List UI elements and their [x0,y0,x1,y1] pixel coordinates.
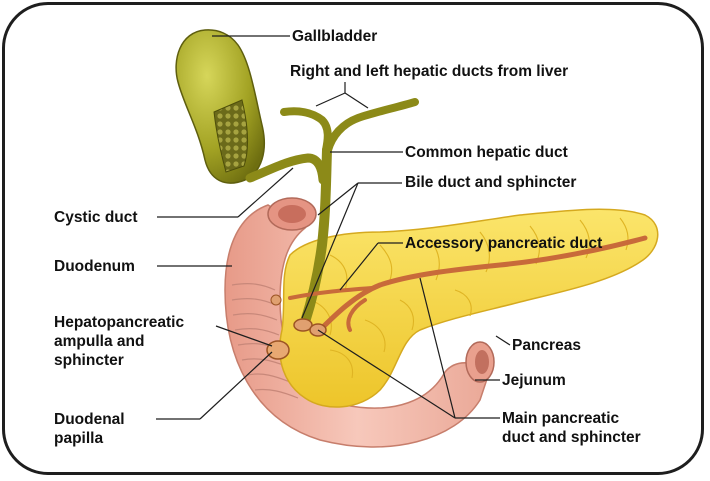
label-duodenal-papilla: Duodenal papilla [54,410,125,448]
label-line: Duodenal [54,410,125,429]
label-accessory-pancreatic-duct: Accessory pancreatic duct [405,234,602,253]
label-line: Main pancreatic [502,409,641,428]
label-line: sphincter [54,351,184,370]
label-line: ampulla and [54,332,184,351]
label-jejunum: Jejunum [502,371,566,390]
label-main-pancreatic-duct: Main pancreatic duct and sphincter [502,409,641,447]
label-gallbladder: Gallbladder [292,27,377,46]
label-duodenum: Duodenum [54,257,135,276]
label-common-hepatic-duct: Common hepatic duct [405,143,568,162]
label-line: duct and sphincter [502,428,641,447]
label-pancreas: Pancreas [512,336,581,355]
label-line: papilla [54,429,125,448]
label-line: Hepatopancreatic [54,313,184,332]
gallbladder [176,30,323,183]
label-bile-duct: Bile duct and sphincter [405,173,576,192]
label-hepatic-ducts: Right and left hepatic ducts from liver [290,62,568,81]
label-cystic-duct: Cystic duct [54,208,138,227]
label-hepatopancreatic-ampulla: Hepatopancreatic ampulla and sphincter [54,313,184,370]
